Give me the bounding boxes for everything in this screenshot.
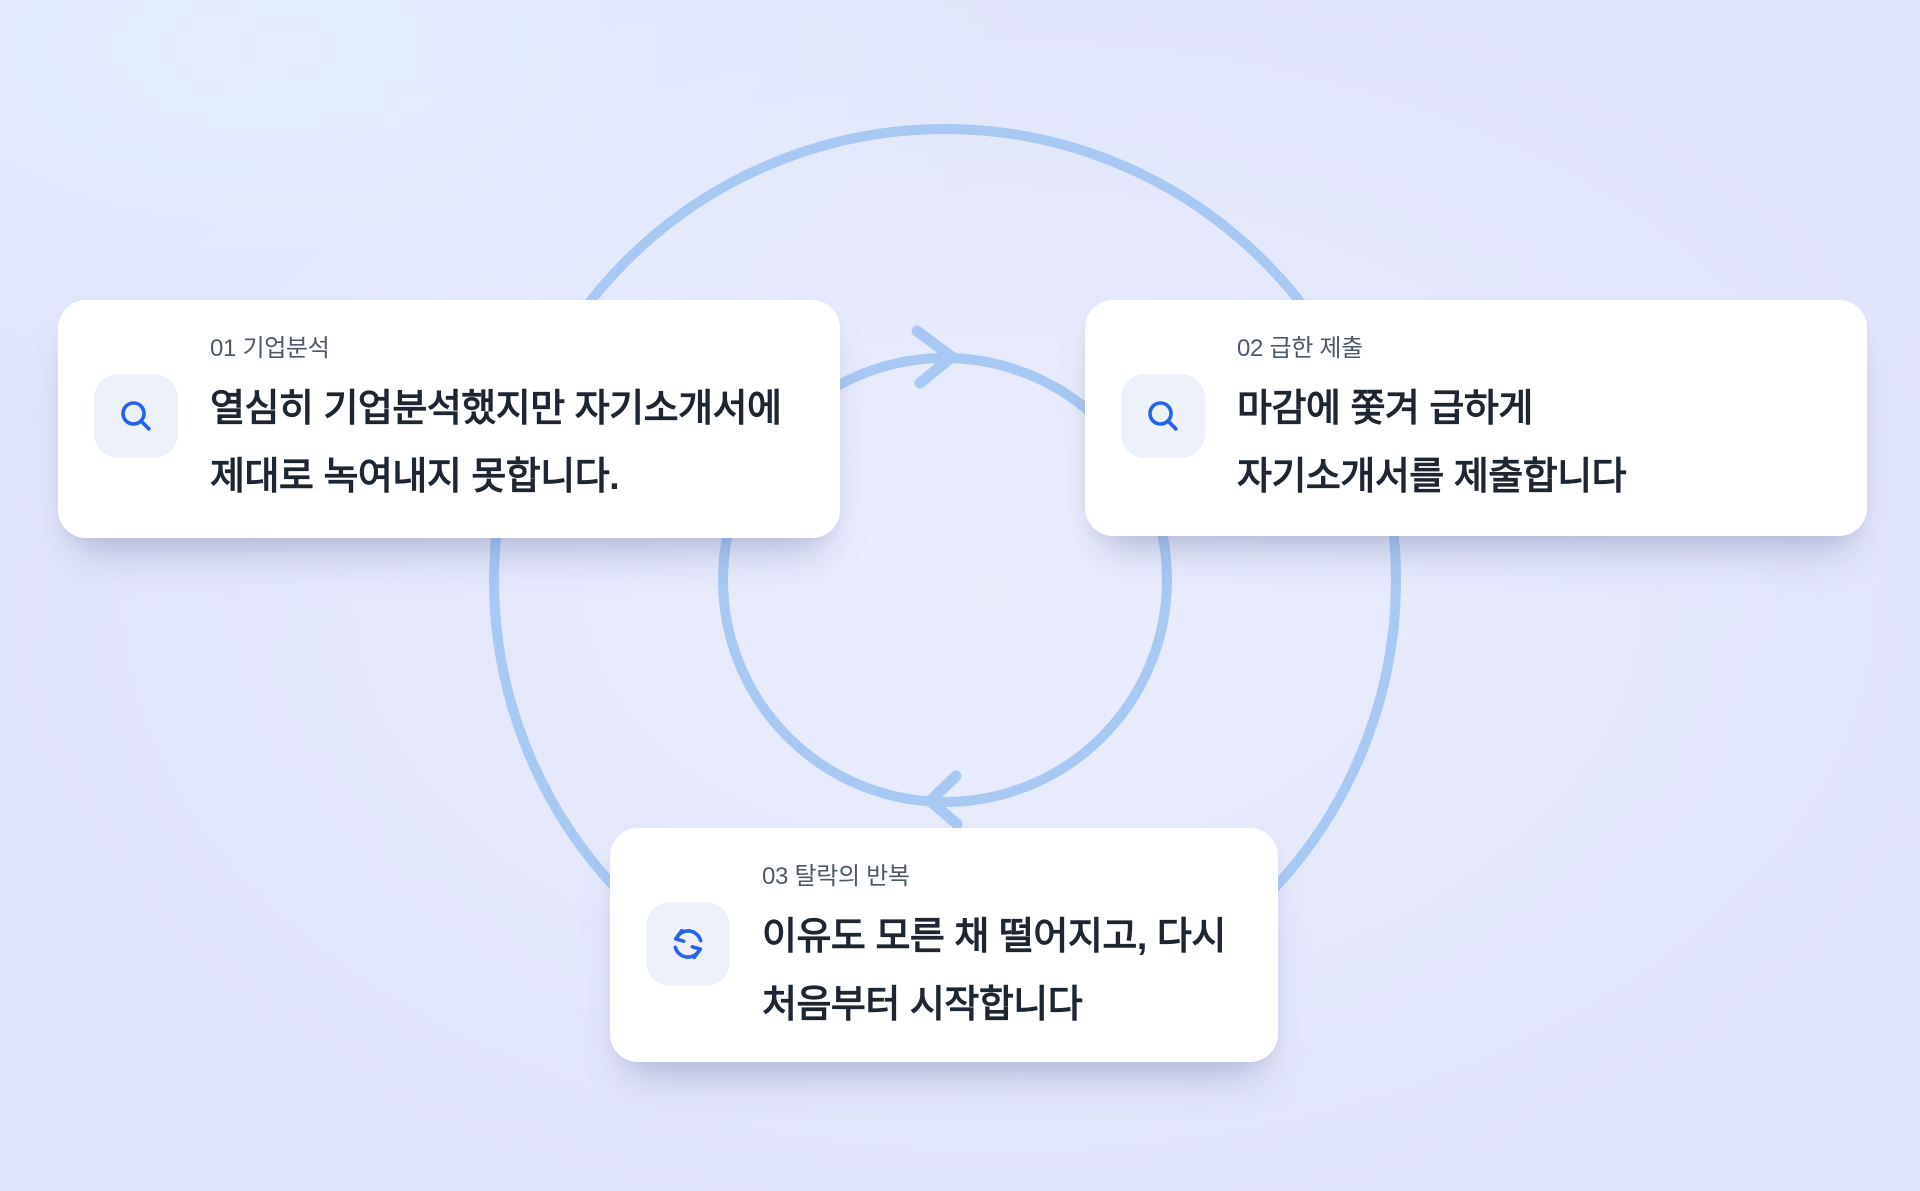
search-icon (121, 401, 151, 431)
step-text-line2: 자기소개서를 제출합니다 (1237, 456, 1627, 498)
step-text: 열심히 기업분석했지만 자기소개서에 제대로 녹여내지 못합니다. (210, 375, 782, 511)
step-text-line2: 처음부터 시작합니다 (762, 984, 1083, 1026)
step-number-label: 02 급한 제출 (1237, 335, 1363, 362)
step-card-03: 03 탈락의 반복 이유도 모른 채 떨어지고, 다시 처음부터 시작합니다 (610, 828, 1278, 1062)
step-text-line2: 제대로 녹여내지 못합니다. (210, 456, 620, 498)
refresh-icon (673, 928, 703, 960)
cycle-arrow-right-icon (911, 325, 958, 389)
step-text-line1: 마감에 쫓겨 급하게 (1237, 388, 1533, 430)
step-card-02: 02 급한 제출 마감에 쫓겨 급하게 자기소개서를 제출합니다 (1085, 300, 1867, 536)
step-number-label: 03 탈락의 반복 (762, 863, 910, 890)
icon-badge (646, 902, 730, 986)
step-number-label: 01 기업분석 (210, 335, 330, 362)
icon-badge (1121, 374, 1205, 458)
step-text: 이유도 모른 채 떨어지고, 다시 처음부터 시작합니다 (762, 903, 1226, 1039)
step-text: 마감에 쫓겨 급하게 자기소개서를 제출합니다 (1237, 375, 1627, 511)
step-text-line1: 열심히 기업분석했지만 자기소개서에 (210, 388, 782, 430)
step-text-line1: 이유도 모른 채 떨어지고, 다시 (762, 916, 1226, 958)
search-icon (1148, 401, 1178, 431)
step-card-01: 01 기업분석 열심히 기업분석했지만 자기소개서에 제대로 녹여내지 못합니다… (58, 300, 840, 538)
cycle-arrow-left-icon (924, 770, 963, 830)
icon-badge (94, 374, 178, 458)
